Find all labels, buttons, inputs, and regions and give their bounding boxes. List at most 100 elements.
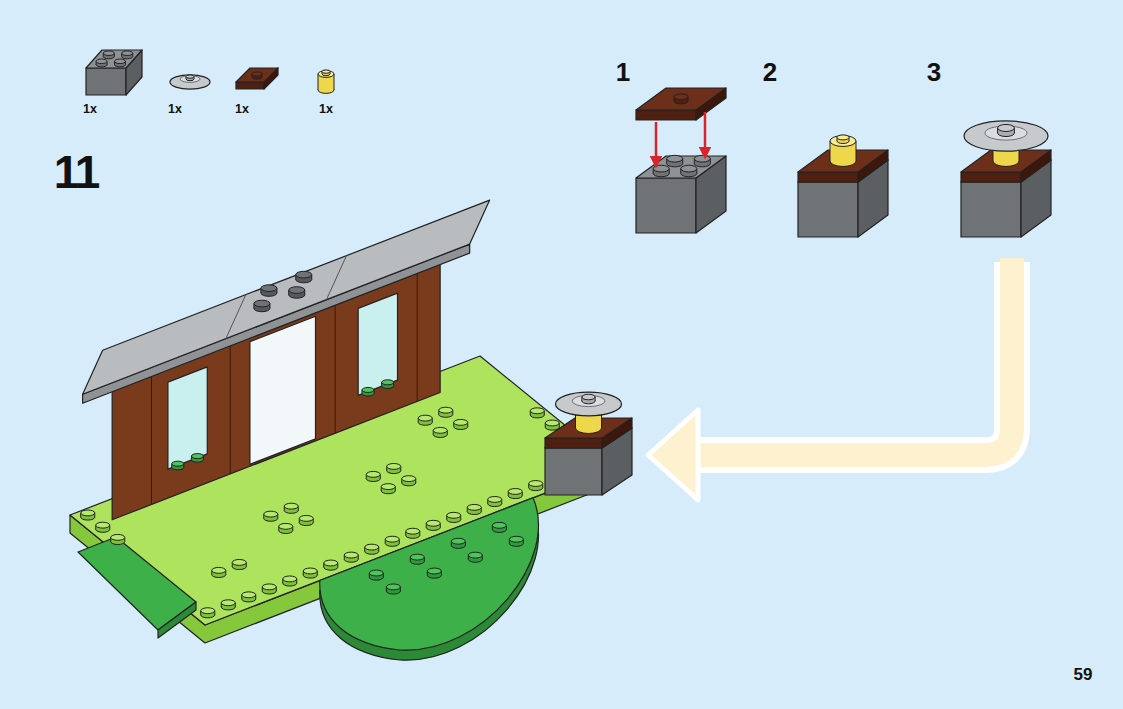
plate-stud — [454, 419, 468, 425]
roof-seam — [326, 256, 346, 300]
gray-brick-stud — [122, 51, 133, 56]
window — [168, 367, 207, 469]
part-count: 1x — [319, 102, 333, 116]
plate-stud — [492, 522, 506, 528]
gray-brick — [86, 50, 142, 68]
lamp-shade — [556, 392, 622, 416]
plate-stud — [262, 584, 276, 590]
yellow-round-brick-stud — [837, 135, 849, 140]
plate-stud — [467, 504, 481, 510]
wall-plank-line — [151, 359, 152, 504]
hut-wall — [112, 248, 440, 520]
brown-plate — [636, 88, 726, 110]
callout-frame — [65, 31, 365, 125]
wall-plank-line — [417, 256, 418, 401]
plate-stud — [427, 568, 441, 574]
plate-stud — [344, 552, 358, 558]
plate-stud — [402, 476, 416, 482]
plant — [172, 461, 184, 466]
callout-border — [65, 31, 365, 125]
plate-stud — [201, 608, 215, 614]
gray-brick — [86, 68, 126, 95]
text-holder: 1x — [235, 99, 249, 117]
plate-stud — [451, 538, 465, 544]
plate-stud — [387, 463, 401, 469]
substep-number: 3 — [927, 57, 941, 87]
gray-brick-stud — [96, 59, 107, 64]
plate-stud — [96, 522, 110, 528]
plate-stud — [529, 481, 543, 487]
roof-edge — [83, 244, 470, 403]
substep-callout-shape — [593, 30, 1088, 262]
roof-stud — [261, 285, 277, 292]
brown-plate — [236, 68, 278, 82]
plate-stud — [509, 536, 523, 542]
text-holder: 3 — [927, 57, 941, 88]
plate-stud — [426, 520, 440, 526]
yellow-round-brick — [830, 141, 831, 161]
plate-stud — [386, 584, 400, 590]
parts-callout: 1x1x1x1x — [62, 28, 368, 128]
yellow-round-brick-stud — [322, 70, 330, 73]
lamp-shade-stud — [582, 394, 595, 400]
doorway — [250, 316, 316, 464]
part-count: 1x — [168, 102, 182, 116]
gray-brick — [798, 182, 858, 237]
gray-brick — [636, 156, 726, 178]
green-tile-side — [158, 602, 196, 638]
brown-plate — [961, 172, 1021, 182]
plate-stud — [508, 489, 522, 495]
gray-brick-stud — [694, 155, 710, 162]
part-count: 1x — [235, 102, 249, 116]
plate-stud — [433, 427, 447, 433]
plate-stud — [264, 511, 278, 517]
parts-icons — [86, 50, 334, 95]
text-holder: 59 — [1074, 665, 1093, 685]
page-number: 59 — [1074, 665, 1093, 684]
plate-stud — [212, 567, 226, 573]
gray-brick — [961, 182, 1021, 237]
plate-stud — [369, 570, 383, 576]
plate-stud — [242, 592, 256, 598]
plate-stud — [385, 536, 399, 542]
plate-stud — [381, 484, 395, 490]
brown-plate — [798, 172, 858, 182]
roof-seam — [226, 295, 246, 339]
gray-brick-stud — [103, 51, 114, 56]
pointer-arrow — [648, 258, 1012, 500]
plate-stud — [324, 560, 338, 566]
gray-dish — [180, 76, 200, 83]
roof-stud — [254, 300, 270, 307]
lamp-base — [545, 448, 602, 495]
quarter-round-plate — [320, 498, 539, 650]
roof-stud — [296, 271, 312, 278]
yellow-round-brick — [856, 141, 857, 161]
substep-figures — [636, 88, 1051, 237]
plant — [362, 387, 374, 392]
pointer-arrow-head — [648, 410, 698, 500]
gray-dish — [170, 75, 210, 89]
wall-plank-line — [230, 329, 231, 474]
plate-stud — [111, 534, 125, 540]
gray-brick — [636, 178, 696, 233]
yellow-round-brick — [830, 136, 856, 147]
pointer-arrow-outline — [688, 262, 1012, 455]
brown-plate-stud — [674, 94, 688, 100]
plate-stud — [447, 512, 461, 518]
plate-stud — [488, 496, 502, 502]
window — [358, 293, 397, 395]
gray-brick-stud — [115, 59, 126, 64]
plant — [191, 454, 203, 459]
plate-stud — [284, 503, 298, 509]
callout-frame — [596, 33, 1085, 259]
text-holder: 1 — [616, 57, 630, 88]
plate-stud — [283, 576, 297, 582]
gray-brick-stud — [681, 165, 697, 172]
yellow-round-brick — [318, 71, 334, 78]
lamp-plate — [545, 438, 602, 448]
model — [70, 200, 632, 660]
step-number: 11 — [54, 146, 99, 198]
gray-dish — [964, 121, 1048, 151]
gray-brick-stud — [667, 155, 683, 162]
